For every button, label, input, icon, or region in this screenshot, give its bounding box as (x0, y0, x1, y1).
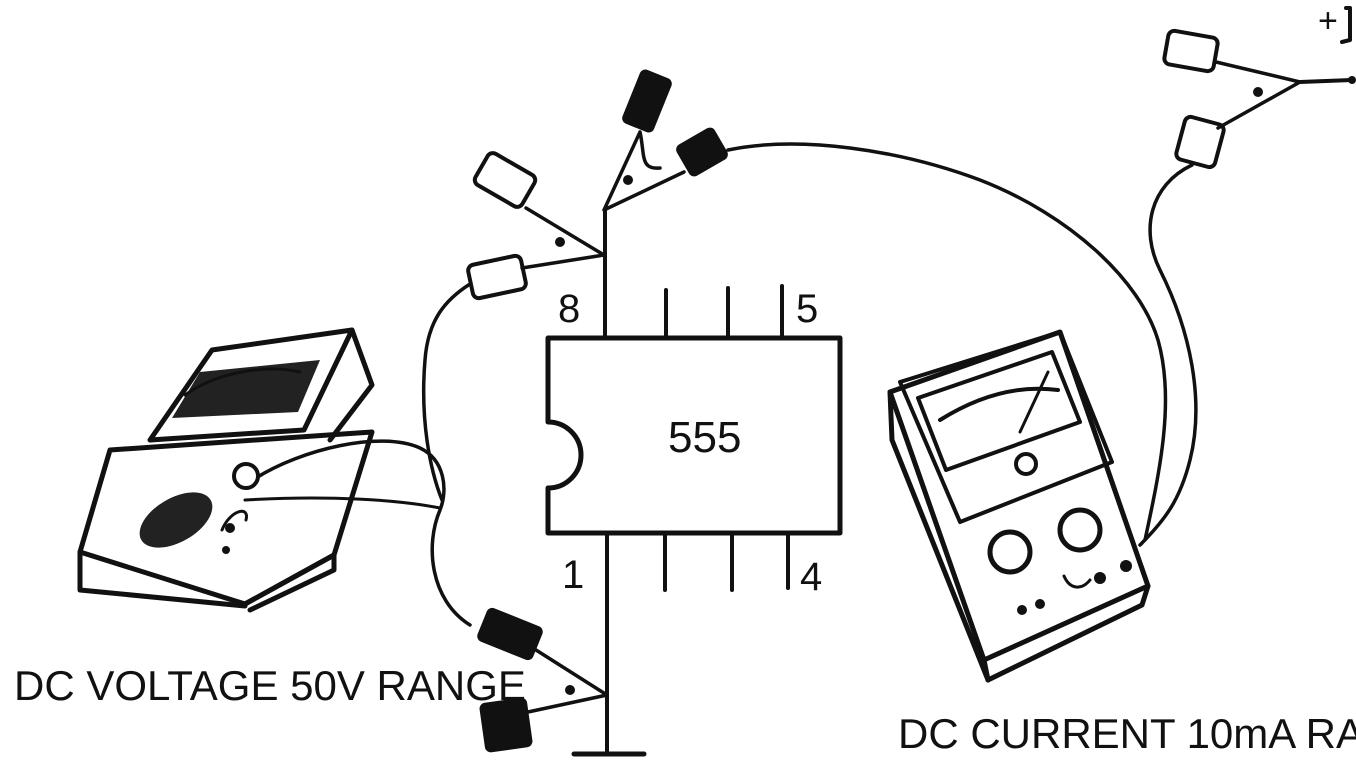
supply-plus-label: + (1318, 2, 1338, 40)
wire-pin8-to-ammeter (726, 142, 1168, 542)
voltmeter-jack (232, 462, 260, 490)
wire-voltmeter-plus (421, 282, 472, 502)
voltmeter (77, 327, 375, 613)
wire-supply-to-ammeter (1138, 163, 1198, 547)
clip-pin1-black (477, 607, 609, 753)
voltage-range-label: DC VOLTAGE 50V RANGE (14, 662, 526, 709)
ic-555: 555 8 5 1 4 (545, 208, 843, 754)
wire-voltmeter-minus (254, 439, 472, 627)
pin-8-label: 8 (558, 287, 580, 331)
wires (243, 142, 1198, 627)
chip-label: 555 (668, 413, 741, 462)
ammeter (887, 329, 1151, 683)
pin-4-label: 4 (800, 555, 822, 599)
pin-1-label: 1 (562, 553, 584, 597)
clip-pin8-black (602, 69, 728, 212)
wire-voltmeter-minus-2 (243, 496, 442, 510)
voltmeter-dial (172, 360, 320, 418)
voltmeter-range-knob (139, 492, 213, 548)
supply-terminal-dot (1348, 76, 1356, 84)
clip-supply-white (1162, 28, 1302, 170)
chip-body (545, 335, 843, 536)
pin-5-label: 5 (796, 287, 818, 331)
power-supply-terminal: + (1298, 2, 1356, 84)
ammeter-zero-adjust (1014, 452, 1038, 476)
clip-pin8-white (466, 151, 606, 301)
ammeter-knob-right (1057, 507, 1103, 553)
ammeter-knob-left (987, 529, 1033, 575)
ammeter-dial (916, 350, 1082, 472)
current-range-label: DC CURRENT 10mA RANGE (898, 710, 1356, 757)
